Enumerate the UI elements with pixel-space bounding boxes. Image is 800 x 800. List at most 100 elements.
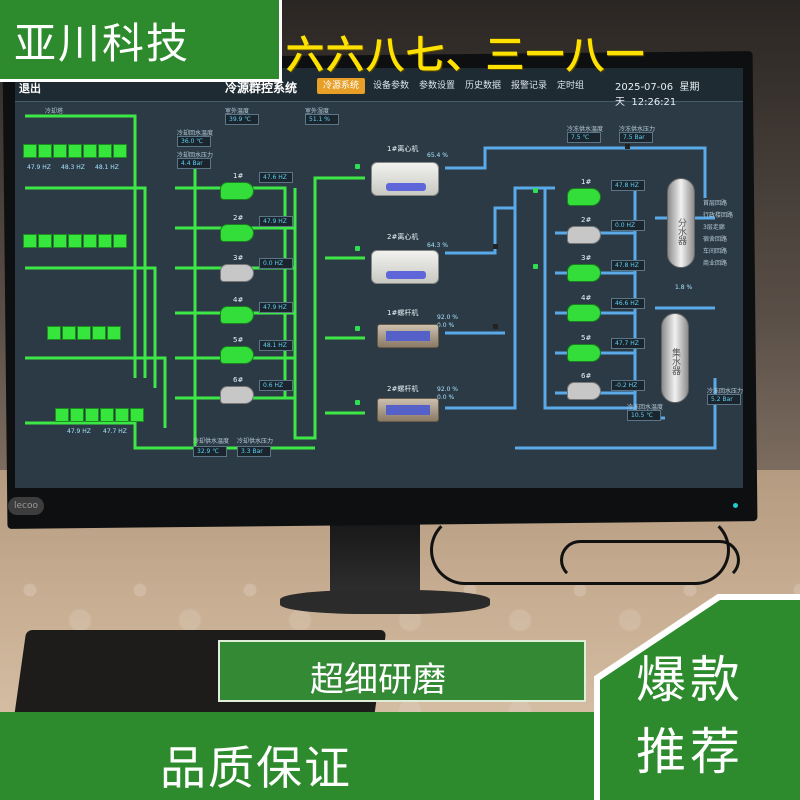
power-led-icon bbox=[733, 503, 738, 508]
tower-freq: 48.3 HZ bbox=[61, 164, 85, 171]
water-collector-tank[interactable] bbox=[661, 313, 689, 403]
quality-banner: 品质保证 bbox=[0, 712, 600, 800]
cooling-pump-2-name: 2# bbox=[233, 214, 244, 222]
cooling-return-temp-label: 冷却回水温度 bbox=[177, 130, 214, 137]
tab-history[interactable]: 历史数据 bbox=[465, 81, 502, 91]
promo-banner: 超细研磨 bbox=[218, 640, 586, 702]
corner-badge-line2: 推荐 bbox=[636, 723, 744, 781]
branch-label: 行政楼回路 bbox=[703, 212, 734, 219]
cooling-return-pressure-label: 冷却回水压力 bbox=[177, 152, 214, 159]
chilled-pump-6-freq: -0.2 HZ bbox=[611, 380, 645, 391]
chilled-pump-1-freq: 47.8 HZ bbox=[611, 180, 645, 191]
chiller-1-load: 65.4 % bbox=[427, 152, 448, 159]
chilled-pump-3-name: 3# bbox=[581, 254, 592, 262]
screw-chiller-1[interactable] bbox=[377, 324, 439, 348]
chilled-pump-2-freq: 0.0 HZ bbox=[611, 220, 645, 231]
cooling-pump-2[interactable] bbox=[220, 224, 254, 242]
promo-text: 超细研磨 bbox=[310, 660, 446, 700]
tab-cold-source[interactable]: 冷源系统 bbox=[317, 78, 366, 94]
quality-text: 品质保证 bbox=[160, 741, 352, 795]
chilled-pump-2-name: 2# bbox=[581, 216, 592, 224]
status-indicator-icon bbox=[355, 164, 360, 169]
chilled-pump-4-freq: 46.6 HZ bbox=[611, 298, 645, 309]
screw-chiller-2-name: 2#螺杆机 bbox=[387, 385, 419, 393]
cooling-pump-6[interactable] bbox=[220, 386, 254, 404]
cooling-pump-5-name: 5# bbox=[233, 336, 244, 344]
valve-icon[interactable] bbox=[625, 144, 630, 149]
tab-timer-groups[interactable]: 定时组 bbox=[557, 81, 585, 91]
valve-icon[interactable] bbox=[493, 324, 498, 329]
cooling-pump-5[interactable] bbox=[220, 346, 254, 364]
screw-chiller-2[interactable] bbox=[377, 398, 439, 422]
chilled-supply-temp-label: 冷冻供水温度 bbox=[567, 126, 604, 133]
hvac-control-screen: 退出 冷源群控系统 冷源系统 设备参数 参数设置 历史数据 报警记录 定时组 2… bbox=[15, 68, 743, 488]
cooling-pump-2-freq: 47.9 HZ bbox=[259, 216, 293, 227]
chiller-1-name: 1#离心机 bbox=[387, 145, 419, 153]
outdoor-humidity-value: 51.1 % bbox=[305, 114, 339, 125]
cooling-pump-4[interactable] bbox=[220, 306, 254, 324]
cooling-supply-temp-value: 32.9 ℃ bbox=[193, 446, 227, 457]
cooling-pump-1-name: 1# bbox=[233, 172, 244, 180]
chilled-return-pressure-label: 冷冻回水压力 bbox=[707, 388, 743, 395]
branch-label: 商业回路 bbox=[703, 260, 728, 267]
cable bbox=[560, 540, 740, 580]
cooling-tower-1[interactable] bbox=[23, 144, 127, 158]
screw-chiller-2-load2: 0.0 % bbox=[437, 394, 455, 401]
cooling-pump-5-freq: 48.1 HZ bbox=[259, 340, 293, 351]
weekday: 星期天 bbox=[615, 82, 700, 108]
status-indicator-icon bbox=[355, 400, 360, 405]
status-indicator-icon bbox=[355, 246, 360, 251]
cooling-tower-2[interactable] bbox=[23, 234, 127, 248]
chilled-supply-pressure-value: 7.5 Bar bbox=[619, 132, 653, 143]
cooling-tower-4[interactable] bbox=[55, 408, 144, 422]
cooling-supply-temp-label: 冷却供水温度 bbox=[193, 438, 230, 445]
chiller-2-load: 64.3 % bbox=[427, 242, 448, 249]
chilled-pump-6[interactable] bbox=[567, 382, 601, 400]
chilled-pump-2[interactable] bbox=[567, 226, 601, 244]
chilled-pump-5[interactable] bbox=[567, 344, 601, 362]
date: 2025-07-06 bbox=[615, 82, 674, 93]
branch-label: 宿舍回路 bbox=[703, 236, 728, 243]
cooling-return-pressure-value: 4.4 Bar bbox=[177, 158, 211, 169]
centrifugal-chiller-2[interactable] bbox=[371, 250, 439, 284]
brand-banner: 亚川科技 bbox=[0, 0, 282, 82]
valve-icon[interactable] bbox=[493, 244, 498, 249]
chilled-return-temp-value: 10.5 ℃ bbox=[627, 410, 661, 421]
cooling-pump-6-freq: 0.6 HZ bbox=[259, 380, 293, 391]
cooling-return-temp-value: 36.0 ℃ bbox=[177, 136, 211, 147]
screw-chiller-1-name: 1#螺杆机 bbox=[387, 309, 419, 317]
cooling-pump-3[interactable] bbox=[220, 264, 254, 282]
cooling-pump-1[interactable] bbox=[220, 182, 254, 200]
cooling-tower-3[interactable] bbox=[47, 326, 121, 340]
corner-badge-line1: 爆款 bbox=[636, 651, 744, 709]
monitor-stand-base bbox=[280, 590, 490, 614]
branch-label: 3层走廊 bbox=[703, 224, 725, 231]
chilled-supply-pressure-label: 冷冻供水压力 bbox=[619, 126, 656, 133]
cooling-supply-pressure-label: 冷却供水压力 bbox=[237, 438, 274, 445]
datetime-display: 2025-07-06 星期天 12:26:21 bbox=[615, 78, 743, 108]
tab-alarms[interactable]: 报警记录 bbox=[511, 81, 548, 91]
outdoor-humidity-label: 室外湿度 bbox=[305, 108, 330, 115]
screw-chiller-1-load2: 0.0 % bbox=[437, 322, 455, 329]
exit-button[interactable]: 退出 bbox=[19, 82, 41, 95]
water-splitter-tank[interactable] bbox=[667, 178, 695, 268]
outdoor-temp-value: 39.9 ℃ bbox=[225, 114, 259, 125]
tower-freq: 48.1 HZ bbox=[95, 164, 119, 171]
branch-label: 首层回路 bbox=[703, 200, 728, 207]
centrifugal-chiller-1[interactable] bbox=[371, 162, 439, 196]
branch-label: 车间回路 bbox=[703, 248, 728, 255]
splitter-name: 分水器 bbox=[676, 218, 686, 245]
cooling-pump-4-freq: 47.9 HZ bbox=[259, 302, 293, 313]
status-indicator-icon bbox=[533, 264, 538, 269]
collector-name: 集水器 bbox=[670, 348, 680, 375]
cooling-pump-3-freq: 0.0 HZ bbox=[259, 258, 293, 269]
chilled-pump-3[interactable] bbox=[567, 264, 601, 282]
monitor-logo: lecoo bbox=[8, 497, 44, 515]
cooling-supply-pressure-value: 3.3 Bar bbox=[237, 446, 271, 457]
chilled-pump-4[interactable] bbox=[567, 304, 601, 322]
tab-equipment-params[interactable]: 设备参数 bbox=[373, 81, 410, 91]
tab-param-settings[interactable]: 参数设置 bbox=[419, 81, 456, 91]
system-title: 冷源群控系统 bbox=[225, 81, 298, 95]
chilled-pump-1[interactable] bbox=[567, 188, 601, 206]
tower-freq: 47.9 HZ bbox=[67, 428, 91, 435]
